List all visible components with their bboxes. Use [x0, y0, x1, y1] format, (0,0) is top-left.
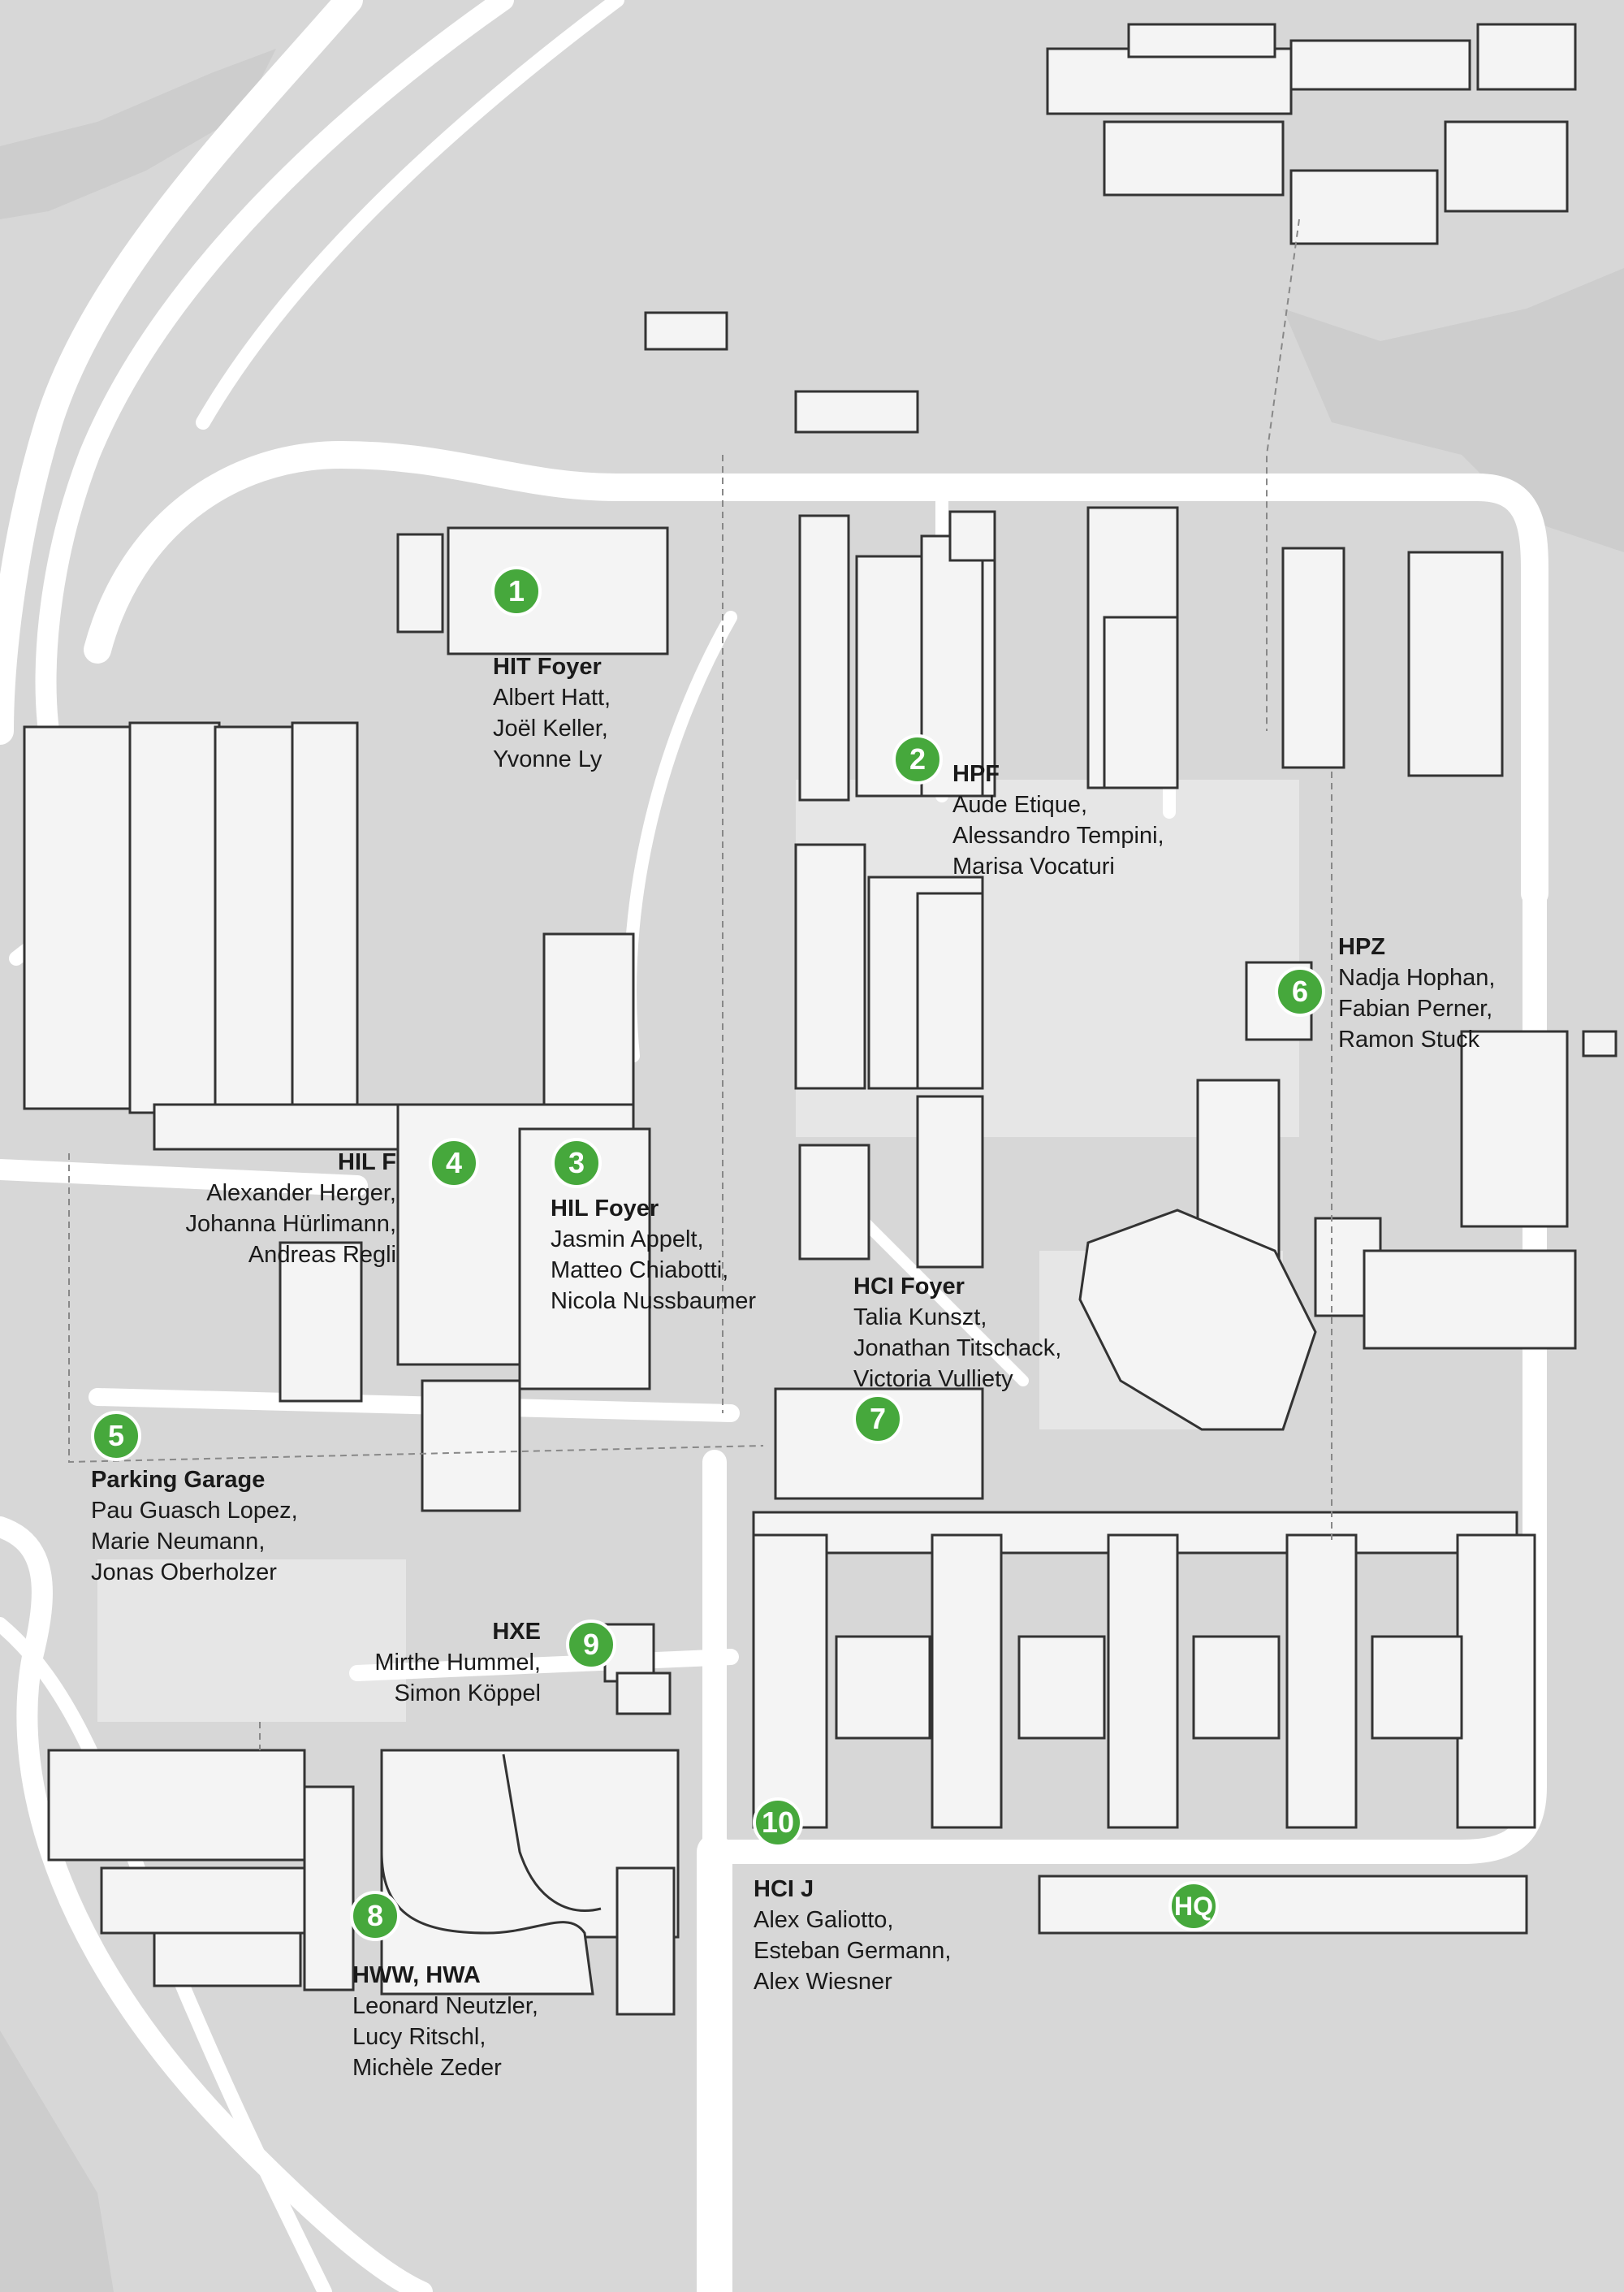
- location-title: HXE: [492, 1619, 541, 1645]
- person-name: Michèle Zeder: [352, 2055, 502, 2081]
- marker-hq[interactable]: HQ: [1168, 1881, 1219, 1931]
- person-name: Pau Guasch Lopez,: [91, 1498, 298, 1524]
- person-name: Nicola Nussbaumer: [551, 1288, 757, 1314]
- location-label-hci-foyer: HCI Foyer Talia Kunszt, Jonathan Titscha…: [853, 1271, 1061, 1395]
- location-title: HPF: [952, 761, 1000, 787]
- location-title: HWW, HWA: [352, 1962, 481, 1988]
- location-label-hxe: HXE Mirthe Hummel, Simon Köppel: [374, 1616, 541, 1709]
- person-name: Matteo Chiabotti,: [551, 1257, 729, 1283]
- location-label-hpz: HPZ Nadja Hophan, Fabian Perner, Ramon S…: [1338, 932, 1495, 1055]
- marker-10[interactable]: 10: [753, 1797, 803, 1848]
- location-label-hww-hwa: HWW, HWA Leonard Neutzler, Lucy Ritschl,…: [352, 1960, 538, 2083]
- dashed-paths: [68, 218, 1332, 1750]
- person-name: Lucy Ritschl,: [352, 2024, 486, 2050]
- marker-6[interactable]: 6: [1275, 967, 1325, 1017]
- person-name: Nadja Hophan,: [1338, 965, 1496, 991]
- person-name: Simon Köppel: [394, 1680, 541, 1706]
- location-title: Parking Garage: [91, 1467, 266, 1493]
- person-name: Alessandro Tempini,: [952, 823, 1164, 849]
- person-name: Jonathan Titschack,: [853, 1335, 1062, 1361]
- marker-9[interactable]: 9: [566, 1620, 616, 1670]
- person-name: Marie Neumann,: [91, 1529, 266, 1555]
- person-name: Talia Kunszt,: [853, 1304, 987, 1330]
- location-label-hil-f: HIL F Alexander Herger, Johanna Hürliman…: [185, 1147, 396, 1270]
- marker-4[interactable]: 4: [429, 1138, 479, 1188]
- person-name: Leonard Neutzler,: [352, 1993, 538, 2019]
- person-name: Marisa Vocaturi: [952, 854, 1115, 880]
- person-name: Alex Wiesner: [754, 1969, 892, 1995]
- terrain-shading: [0, 49, 1624, 2292]
- person-name: Fabian Perner,: [1338, 996, 1493, 1022]
- person-name: Johanna Hürlimann,: [185, 1211, 396, 1237]
- marker-7[interactable]: 7: [853, 1394, 903, 1444]
- location-title: HIL F: [338, 1149, 396, 1175]
- location-label-hpf: HPF Aude Etique, Alessandro Tempini, Mar…: [952, 759, 1164, 882]
- location-title: HCI J: [754, 1876, 814, 1902]
- person-name: Jasmin Appelt,: [551, 1226, 704, 1252]
- marker-3[interactable]: 3: [551, 1138, 602, 1188]
- person-name: Alex Galiotto,: [754, 1907, 894, 1933]
- person-name: Ramon Stuck: [1338, 1027, 1480, 1053]
- person-name: Aude Etique,: [952, 792, 1088, 818]
- marker-1[interactable]: 1: [491, 566, 542, 616]
- location-title: HCI Foyer: [853, 1274, 965, 1300]
- marker-8[interactable]: 8: [350, 1891, 400, 1941]
- person-name: Esteban Germann,: [754, 1938, 952, 1964]
- location-title: HIL Foyer: [551, 1196, 659, 1222]
- person-name: Mirthe Hummel,: [374, 1650, 541, 1676]
- buildings: [23, 23, 1618, 2016]
- location-label-parking-garage: Parking Garage Pau Guasch Lopez, Marie N…: [91, 1464, 298, 1588]
- location-label-hil-foyer: HIL Foyer Jasmin Appelt, Matteo Chiabott…: [551, 1193, 756, 1317]
- person-name: Joël Keller,: [493, 716, 608, 742]
- person-name: Alexander Herger,: [206, 1180, 396, 1206]
- person-name: Victoria Vulliety: [853, 1366, 1013, 1392]
- person-name: Yvonne Ly: [493, 746, 603, 772]
- location-label-hci-j: HCI J Alex Galiotto, Esteban Germann, Al…: [754, 1874, 951, 1997]
- location-label-hit-foyer: HIT Foyer Albert Hatt, Joël Keller, Yvon…: [493, 651, 611, 775]
- marker-5[interactable]: 5: [91, 1411, 141, 1461]
- person-name: Albert Hatt,: [493, 685, 611, 711]
- person-name: Andreas Regli: [248, 1242, 396, 1268]
- marker-2[interactable]: 2: [892, 734, 943, 785]
- person-name: Jonas Oberholzer: [91, 1559, 277, 1585]
- location-title: HIT Foyer: [493, 654, 602, 680]
- location-title: HPZ: [1338, 934, 1385, 960]
